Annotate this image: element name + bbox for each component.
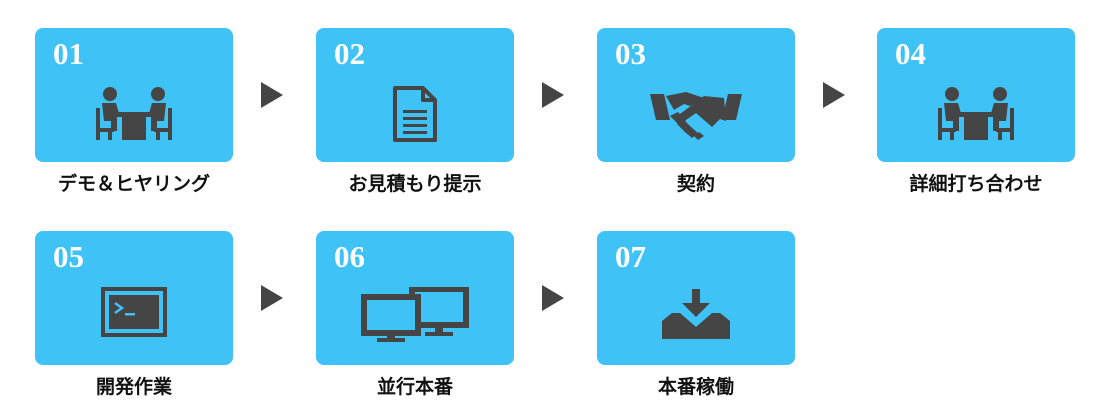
flow-arrow-icon [261, 285, 283, 311]
step-label: 詳細打ち合わせ [909, 173, 1043, 195]
terminal-icon [101, 287, 167, 337]
step-label: デモ＆ヒヤリング [57, 173, 210, 195]
meeting-icon [96, 87, 172, 140]
flow-arrow-icon [542, 285, 564, 311]
step-02: 02 お見積もり提示 [316, 28, 514, 196]
step-07: 07 本番稼働 [597, 231, 795, 399]
step-number: 05 [53, 239, 84, 274]
step-card: 07 [597, 231, 795, 365]
download-icon [662, 289, 730, 339]
step-number: 03 [615, 36, 646, 71]
step-04: 04 詳細打ち合わせ [877, 28, 1075, 196]
step-card: 06 [316, 231, 514, 365]
step-06: 06 並行本番 [316, 231, 514, 399]
meeting-icon [938, 87, 1014, 140]
step-label: 契約 [676, 173, 715, 195]
step-card: 03 [597, 28, 795, 162]
flow-arrow-icon [261, 82, 283, 108]
step-05: 05 開発作業 [35, 231, 233, 399]
step-number: 01 [53, 36, 84, 71]
flow-arrow-icon [542, 82, 564, 108]
step-number: 06 [334, 239, 365, 274]
step-03: 03 契約 [597, 28, 795, 196]
step-label: 本番稼働 [657, 376, 734, 398]
step-card: 02 [316, 28, 514, 162]
step-number: 02 [334, 36, 365, 71]
flow-arrow-icon [823, 82, 845, 108]
step-card: 05 [35, 231, 233, 365]
dual-monitor-icon [361, 287, 469, 342]
handshake-icon [650, 92, 742, 140]
step-label: 並行本番 [376, 376, 453, 398]
step-number: 04 [895, 36, 926, 71]
step-01: 01 デモ＆ヒヤリング [35, 28, 233, 196]
step-card: 01 [35, 28, 233, 162]
document-icon [393, 86, 437, 142]
step-card: 04 [877, 28, 1075, 162]
step-number: 07 [615, 239, 646, 274]
step-label: 開発作業 [95, 376, 172, 398]
step-label: お見積もり提示 [348, 173, 482, 195]
